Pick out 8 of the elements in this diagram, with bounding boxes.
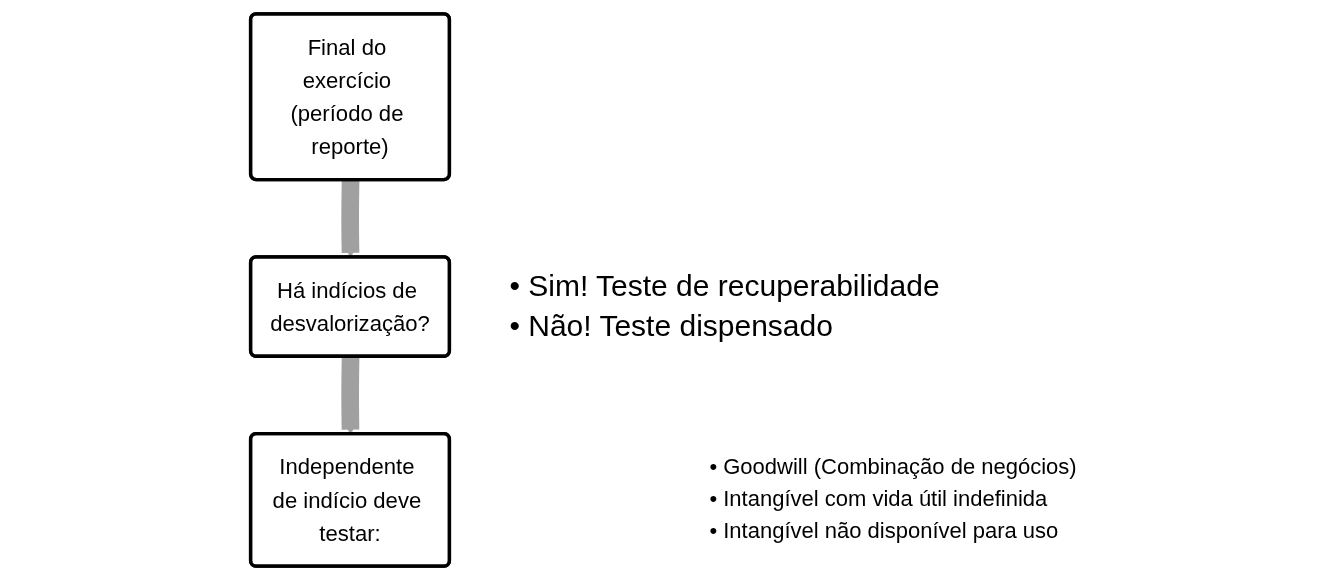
process-box: Independente de indício deve testar: [248,431,452,568]
bullet-text: • Intangível com vida útil indefinida [709,486,1049,513]
bullet-text: • Goodwill (Combinação de negócios) [709,454,1077,481]
bullet-text: • Intangível não disponível para uso [709,518,1060,545]
bullet-text: • Não! Teste dispensado [509,309,834,344]
bullet-text: • Sim! Teste de recuperabilidade [509,269,940,304]
process-box: Há indícios de desvalorização? [248,254,452,358]
process-box: Final do exercício (período de reporte) [248,11,452,181]
